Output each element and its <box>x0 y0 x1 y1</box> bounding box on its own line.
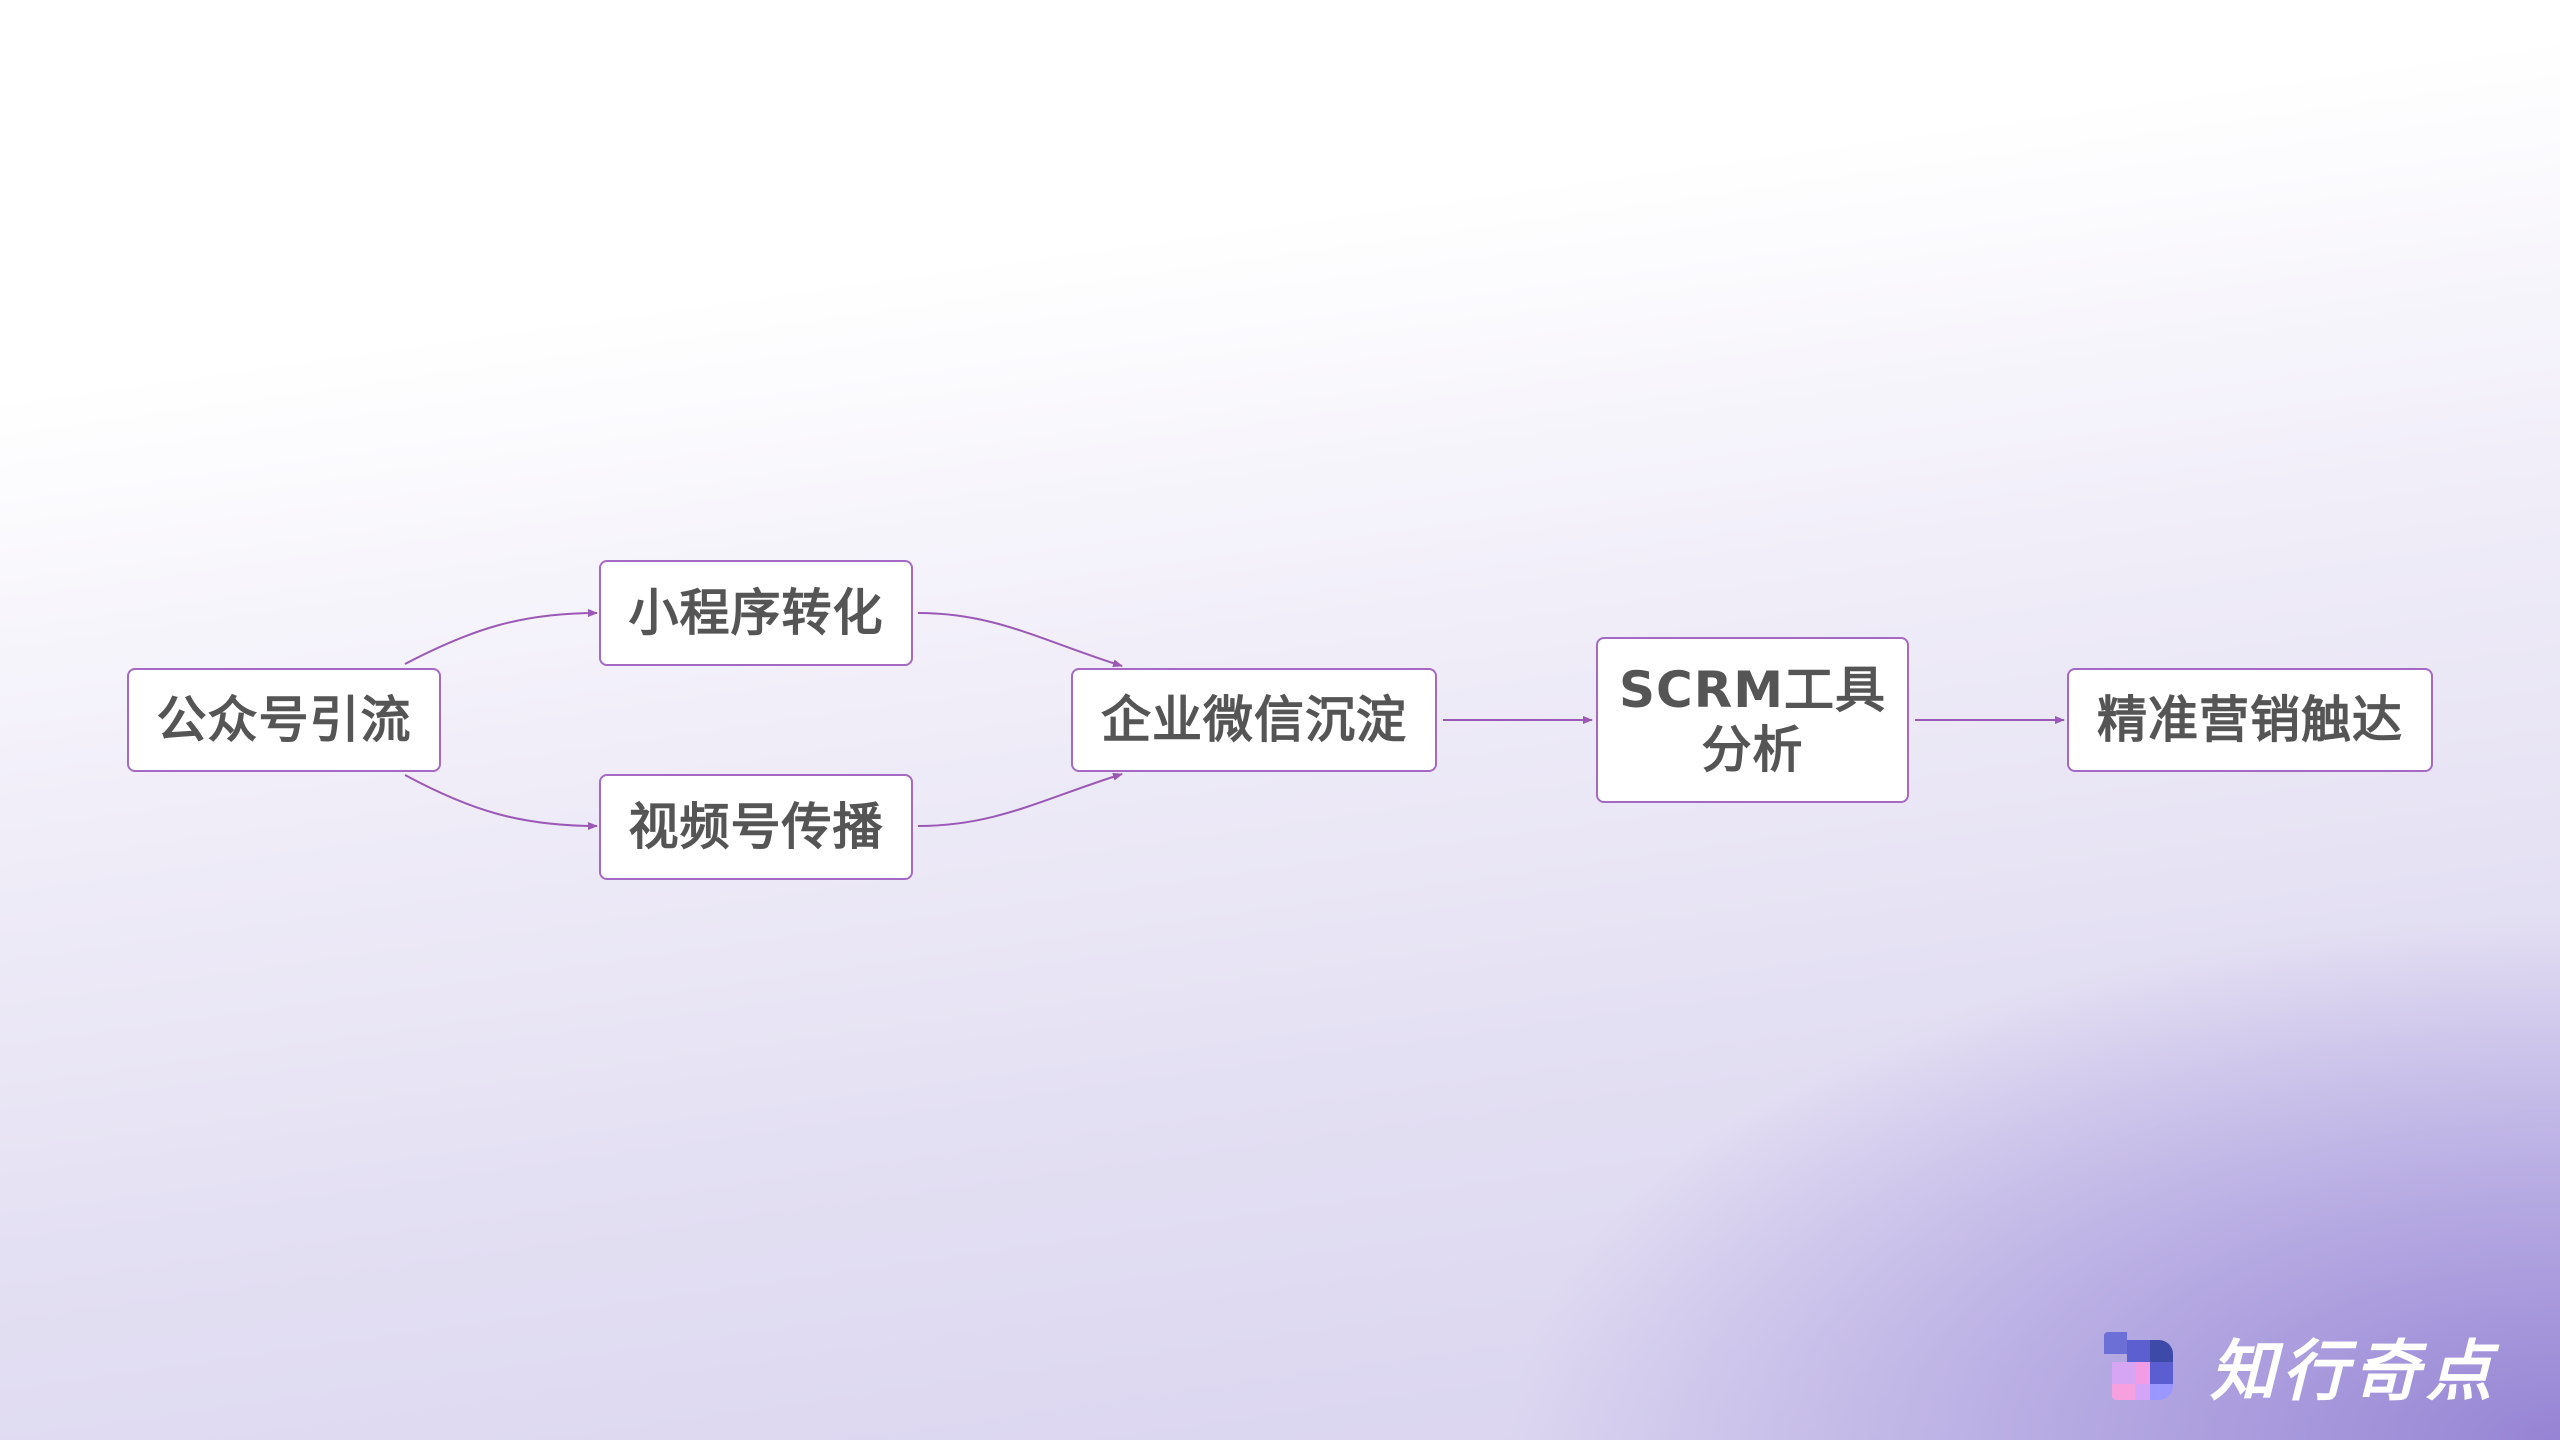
brand-name: 知行奇点 <box>2210 1333 2498 1410</box>
node-precision-marketing: 精准营销触达 <box>2067 668 2433 772</box>
brand-logo: 知行奇点 <box>2104 1318 2498 1414</box>
node-mini-program: 小程序转化 <box>599 560 913 666</box>
edge-n1-n2 <box>404 609 598 665</box>
node-wechat-official-account: 公众号引流 <box>127 668 441 772</box>
node-label: 小程序转化 <box>628 584 884 642</box>
node-label: 公众号引流 <box>156 691 412 749</box>
node-label: 视频号传播 <box>628 798 884 856</box>
edge-n3-n4 <box>917 772 1123 827</box>
node-label: 精准营销触达 <box>2097 691 2403 749</box>
pixel-d-logo-icon <box>2104 1332 2174 1400</box>
edge-n2-n4 <box>917 612 1123 668</box>
node-label-line1: SCRM工具 <box>1619 661 1886 719</box>
node-video-channel: 视频号传播 <box>599 774 913 880</box>
node-label-line2: 分析 <box>1701 721 1804 779</box>
edge-n1-n3 <box>404 774 598 830</box>
node-scrm-analysis: SCRM工具 分析 <box>1596 637 1909 803</box>
node-wecom: 企业微信沉淀 <box>1071 668 1437 772</box>
node-label: 企业微信沉淀 <box>1101 691 1407 749</box>
